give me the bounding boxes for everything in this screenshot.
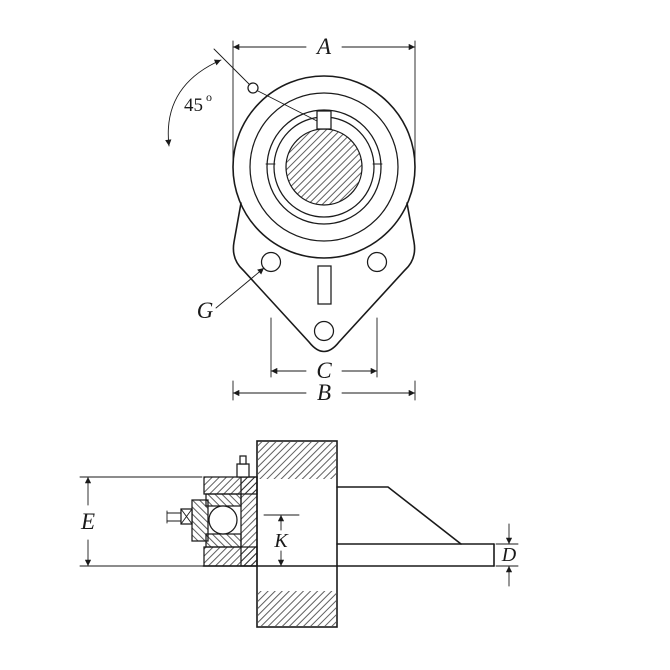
shaft-section-hatch-bottom <box>258 591 336 626</box>
dim-k-label: K <box>273 530 289 552</box>
bearing-ball <box>208 505 238 535</box>
bearing-outer-ring-circle <box>266 109 382 225</box>
dimension-b: B <box>232 380 416 405</box>
shaft-section-hatch-top <box>258 442 336 479</box>
dimension-a: A <box>232 34 416 166</box>
bolt-hole-right <box>366 251 388 273</box>
shaft-bore-hatched-circle <box>285 128 363 206</box>
dim-g-leader <box>215 267 265 309</box>
side-view: E K D <box>79 440 519 628</box>
dim-d-label: D <box>501 544 517 566</box>
dimension-c: C <box>270 317 378 383</box>
flange-outer-circle <box>232 75 416 259</box>
dim-b-label: B <box>317 380 331 405</box>
locking-collar-section <box>191 499 209 542</box>
dim-a-label: A <box>315 34 332 59</box>
angle-reference-line <box>213 48 250 85</box>
dim-g-label: G <box>197 298 214 323</box>
dim-c-label: C <box>316 358 332 383</box>
bolt-hole-bottom <box>313 320 335 342</box>
front-view: A 45 o G C B <box>165 34 416 405</box>
angle-arc <box>165 59 222 147</box>
dimension-d: D <box>495 523 519 587</box>
bolt-hole-left <box>260 251 282 273</box>
grease-fitting <box>236 455 250 478</box>
angle-degree-mark: o <box>206 90 212 104</box>
angle-annotation: 45 o <box>165 48 318 147</box>
angle-value-label: 45 <box>184 95 203 116</box>
dimension-k: K <box>263 514 300 567</box>
outer-ring-section-bottom <box>205 533 242 548</box>
dim-e-label: E <box>80 509 95 534</box>
housing-bore-circle <box>249 92 399 242</box>
outer-ring-section-top <box>205 493 242 507</box>
lubrication-slot <box>317 265 332 305</box>
flange-plate-section <box>240 476 258 567</box>
set-screw-leader-line <box>257 90 318 122</box>
bracket-arm-profile <box>336 486 462 545</box>
flange-bracket-outline <box>232 202 416 353</box>
keyway-notch <box>316 110 332 130</box>
set-screw <box>166 508 193 525</box>
dimension-g: G <box>197 267 265 323</box>
set-screw-detail-circle <box>247 82 259 94</box>
dimension-e: E <box>79 476 203 567</box>
